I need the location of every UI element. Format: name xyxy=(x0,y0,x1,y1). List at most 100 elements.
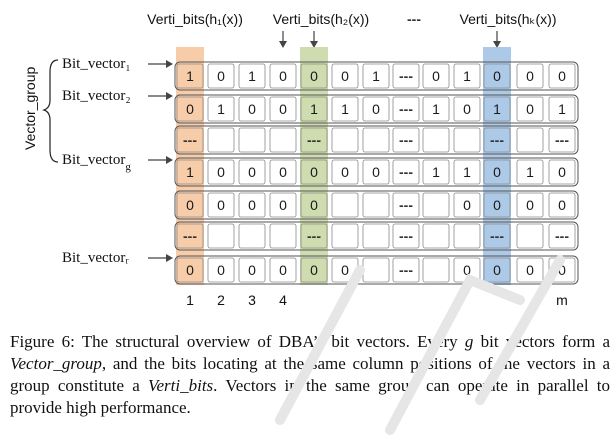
cell-ellipsis: --- xyxy=(183,228,197,244)
bit-cell xyxy=(483,63,511,89)
row-label: Bit_vectorᵣ xyxy=(62,250,129,266)
figure-caption: Figure 6: The structural overview of DBA… xyxy=(10,331,610,419)
bit-cell xyxy=(362,192,390,218)
bit-cell xyxy=(483,127,511,153)
verti-bits-labels: Verti_bits(h₁(x))Verti_bits(h₂(x))Verti_… xyxy=(147,11,556,27)
cell-ellipsis: --- xyxy=(399,132,413,148)
cell-ellipsis: --- xyxy=(183,132,197,148)
bit-cell xyxy=(422,223,450,249)
bit-cell xyxy=(392,63,420,89)
bit-cell xyxy=(269,63,297,89)
row-arrow-head xyxy=(166,156,173,164)
bit-cell xyxy=(331,192,359,218)
bit-value: 0 xyxy=(526,68,534,84)
column-number: 4 xyxy=(279,292,287,308)
bit-value: 0 xyxy=(463,197,471,213)
bit-cell xyxy=(453,127,481,153)
bit-cell xyxy=(269,223,297,249)
bit-value: 0 xyxy=(372,164,380,180)
bit-cell xyxy=(362,96,390,122)
bit-cell xyxy=(422,96,450,122)
down-arrow-head xyxy=(493,41,501,48)
row-frame xyxy=(174,94,579,124)
vector-group-brace xyxy=(42,59,59,163)
bit-value: 0 xyxy=(463,262,471,278)
bit-vector-row: --------------- xyxy=(174,221,579,251)
bit-cell xyxy=(516,63,544,89)
bit-value: 0 xyxy=(558,164,566,180)
bit-cell xyxy=(483,192,511,218)
bit-value: 0 xyxy=(493,68,501,84)
bit-cell xyxy=(453,159,481,185)
bit-value: 0 xyxy=(558,68,566,84)
bit-value: 0 xyxy=(248,101,256,117)
bit-cell xyxy=(300,63,328,89)
row-frame xyxy=(174,221,579,251)
bit-cell xyxy=(300,223,328,249)
cell-ellipsis: --- xyxy=(490,228,504,244)
bit-value: 1 xyxy=(558,101,566,117)
bit-value: 0 xyxy=(463,101,471,117)
bit-value: 0 xyxy=(279,164,287,180)
bit-cell xyxy=(176,159,204,185)
bit-cell xyxy=(548,127,576,153)
bit-value: 0 xyxy=(341,68,349,84)
bit-value: 0 xyxy=(186,101,194,117)
bit-cell xyxy=(207,127,235,153)
bit-cell xyxy=(207,257,235,283)
bit-value: 1 xyxy=(463,164,471,180)
bit-cell xyxy=(238,159,266,185)
down-arrow-head xyxy=(279,41,287,48)
row-arrow-head xyxy=(166,254,173,262)
highlight-verti-h2 xyxy=(300,47,328,285)
row-arrow-head xyxy=(166,60,173,68)
bit-cell xyxy=(548,192,576,218)
bit-value: 1 xyxy=(341,101,349,117)
bit-cell xyxy=(516,192,544,218)
bit-value: 1 xyxy=(372,68,380,84)
column-number: 1 xyxy=(186,292,194,308)
bit-value: 0 xyxy=(279,68,287,84)
bit-cell xyxy=(300,192,328,218)
bit-cell xyxy=(483,96,511,122)
column-highlights xyxy=(176,47,511,285)
bit-cell xyxy=(392,159,420,185)
caption-text-1: Figure 6: The structural overview of DBA… xyxy=(10,332,465,351)
verti-bits-label: Verti_bits(h₁(x)) xyxy=(147,11,243,27)
column-number: 2 xyxy=(217,292,225,308)
bit-cell xyxy=(238,96,266,122)
bit-cell xyxy=(207,223,235,249)
verti-bits-label: Verti_bits(h₂(x)) xyxy=(273,11,369,27)
highlight-verti-hk xyxy=(483,47,511,285)
bit-cell xyxy=(238,63,266,89)
bit-value: 0 xyxy=(217,164,225,180)
bit-cell xyxy=(331,96,359,122)
row-frame xyxy=(174,125,579,155)
row-frame xyxy=(174,61,579,91)
caption-text-2: bit vectors form a xyxy=(473,332,610,351)
bit-cell xyxy=(331,127,359,153)
verti-bits-arrows xyxy=(279,31,501,48)
column-number: 3 xyxy=(248,292,256,308)
bit-cell xyxy=(269,159,297,185)
bit-cell xyxy=(176,63,204,89)
bit-cell xyxy=(238,127,266,153)
bit-value: 0 xyxy=(558,262,566,278)
bit-cell xyxy=(362,127,390,153)
bit-value: 0 xyxy=(310,197,318,213)
bit-vector-diagram: Verti_bits(h₁(x))Verti_bits(h₂(x))Verti_… xyxy=(22,11,579,308)
bit-cell xyxy=(300,96,328,122)
bit-cell xyxy=(362,159,390,185)
bit-cell xyxy=(422,63,450,89)
bit-value: 0 xyxy=(186,262,194,278)
bit-cell xyxy=(422,127,450,153)
bit-cell xyxy=(300,127,328,153)
row-labels: Bit_vector₁Bit_vector₂Bit_vectorgBit_vec… xyxy=(62,56,173,266)
row-label: Bit_vectorg xyxy=(62,152,131,173)
bit-value: 0 xyxy=(432,68,440,84)
bit-value: 0 xyxy=(526,197,534,213)
